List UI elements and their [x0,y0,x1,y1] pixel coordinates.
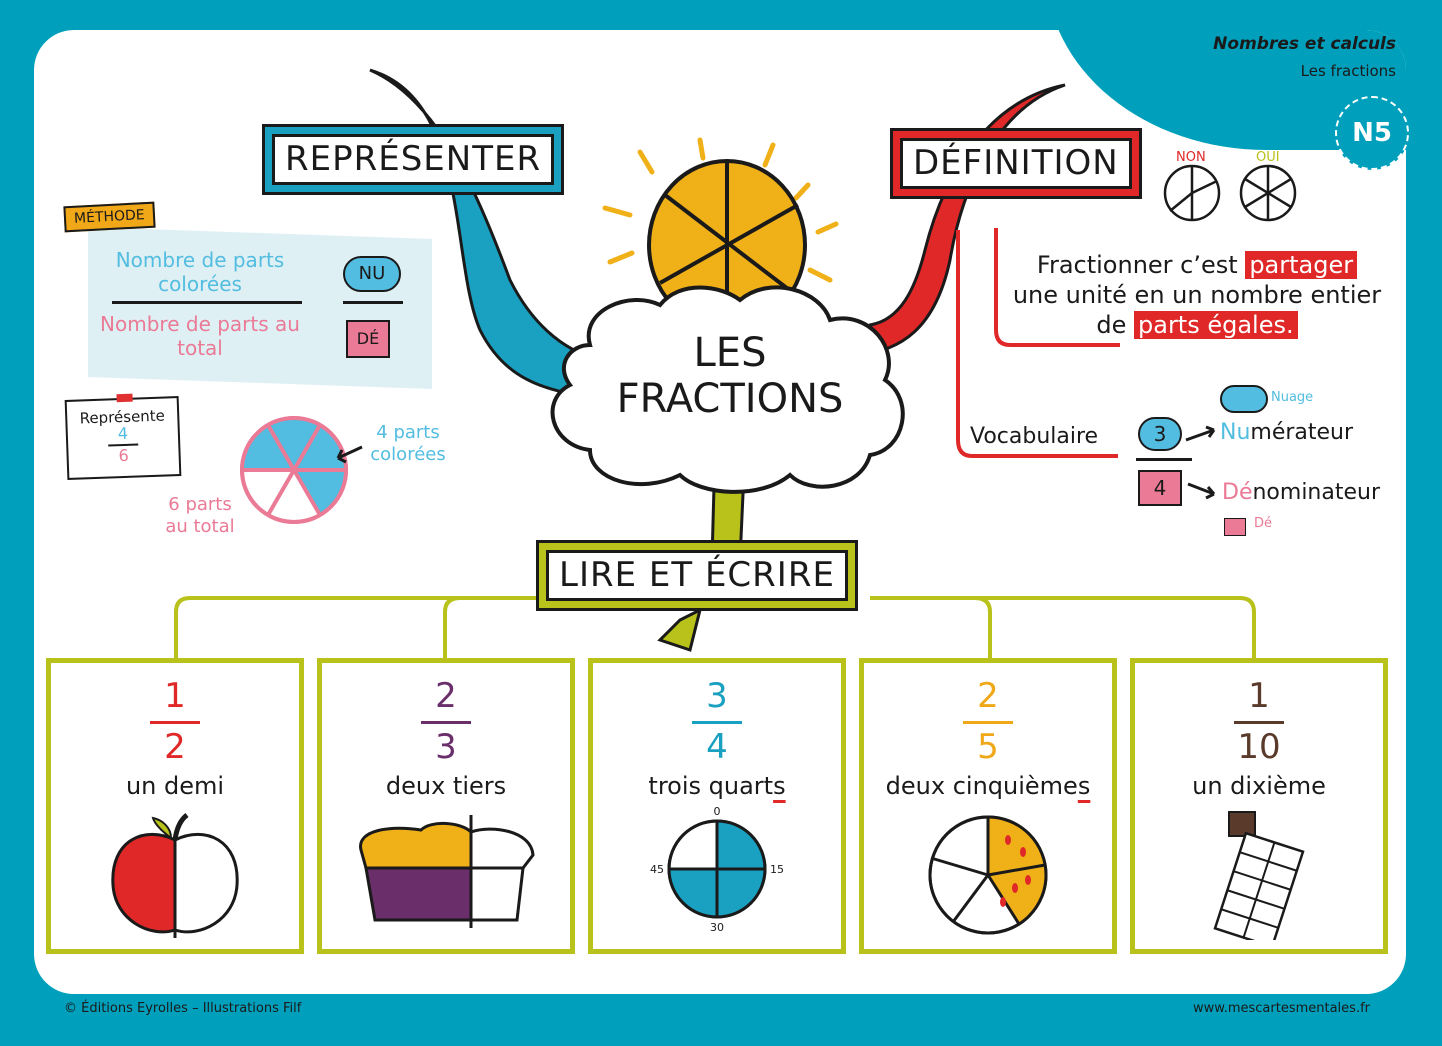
apple-icon [111,813,239,938]
method-denominator-text: Nombre de parts au total [100,312,300,360]
svg-text:30: 30 [710,921,724,934]
numerator-cloud-icon: 3 [1138,417,1182,451]
fraction-bar [150,721,200,724]
vocabulary-label: Vocabulaire [970,424,1099,449]
denominator-term: Dénominateur [1222,480,1381,505]
fraction-bar [421,721,471,724]
total-parts-label: 6 parts au total [165,494,235,537]
colored-parts-label: 4 parts colorées [370,422,446,465]
chocolate-bar-icon [1213,811,1305,940]
central-title: LES FRACTIONS [616,330,844,422]
fraction-bar [692,721,742,724]
clock-icon: 0 15 30 45 [650,805,784,934]
read-write-label: LIRE ET ÉCRIRE [536,540,858,612]
footer-credits: © Éditions Eyrolles – Illustrations Filf [64,1001,302,1016]
nu-de-bar [343,301,403,304]
definition-label: DÉFINITION [890,128,1142,200]
pin-icon [116,393,133,403]
svg-text:45: 45 [650,863,664,876]
footer-website-link[interactable]: www.mescartesmentales.fr [1193,1001,1370,1016]
non-label: NON [1176,150,1206,165]
svg-text:15: 15 [770,863,784,876]
fraction-bar [1234,721,1284,724]
definition-text: Fractionner c’est partager une unité en … [1012,251,1382,339]
read-write-connectors [174,596,1256,658]
method-numerator-text: Nombre de parts colorées [115,248,285,296]
header-subtitle: Les fractions [1300,62,1396,80]
cake-icon [359,815,535,928]
oui-label: OUI [1256,150,1280,165]
fraction-card-three-quarters: 3 4 trois quarts 0 15 30 45 [588,658,846,954]
method-tag: MÉTHODE [63,201,156,233]
nu-cloud-icon: NU [343,256,401,292]
fraction-card-one-tenth: 1 10 un dixième [1130,658,1388,954]
de-mini-cube-icon [1224,518,1246,536]
sun-rays-icon [602,137,839,283]
central-cloud-icon [550,285,905,494]
pizza-icon [928,815,1048,935]
represent-example-card: Représente 4 6 [64,393,182,480]
method-fraction-bar [112,301,302,304]
de-label: Dé [1254,516,1273,531]
de-cube-icon: DÉ [346,320,390,358]
fraction-card-one-half: 1 2 un demi [46,658,304,954]
header-category: Nombres et calculs [1213,34,1396,54]
highlight-parts-egales: parts égales. [1134,311,1298,339]
fraction-card-two-thirds: 2 3 deux tiers [317,658,575,954]
nuage-cloud-icon [1220,385,1268,413]
oui-pie-icon [1239,164,1297,222]
fraction-bar [963,721,1013,724]
fraction-card-two-fifths: 2 5 deux cinquièmes [859,658,1117,954]
four-sixths-pie-icon [240,416,348,524]
vocab-fraction-bar [1136,458,1192,461]
svg-text:0: 0 [714,805,721,818]
represent-label: REPRÉSENTER [262,124,565,196]
denominator-cube-icon: 4 [1138,470,1182,506]
highlight-partager: partager [1245,251,1358,279]
non-pie-icon [1163,164,1221,222]
level-badge: N5 [1335,96,1409,170]
numerator-term: Numérateur [1220,420,1354,445]
nuage-label: Nuage [1271,390,1314,405]
